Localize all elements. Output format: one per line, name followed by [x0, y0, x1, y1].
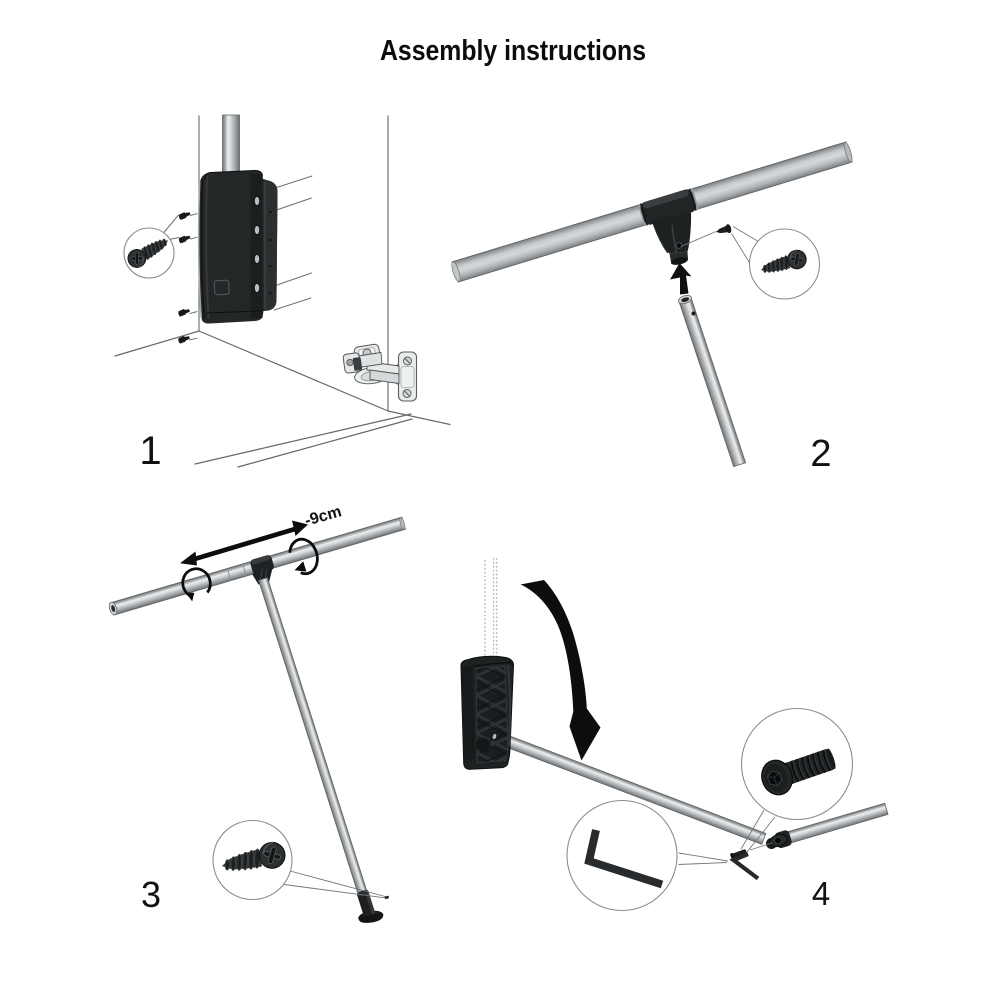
svg-text:-9cm: -9cm [303, 503, 344, 530]
svg-text:2: 2 [810, 433, 831, 475]
svg-text:1: 1 [139, 429, 161, 473]
svg-text:3: 3 [141, 874, 161, 915]
svg-text:Assembly instructions: Assembly instructions [380, 35, 646, 67]
svg-text:4: 4 [812, 875, 830, 912]
